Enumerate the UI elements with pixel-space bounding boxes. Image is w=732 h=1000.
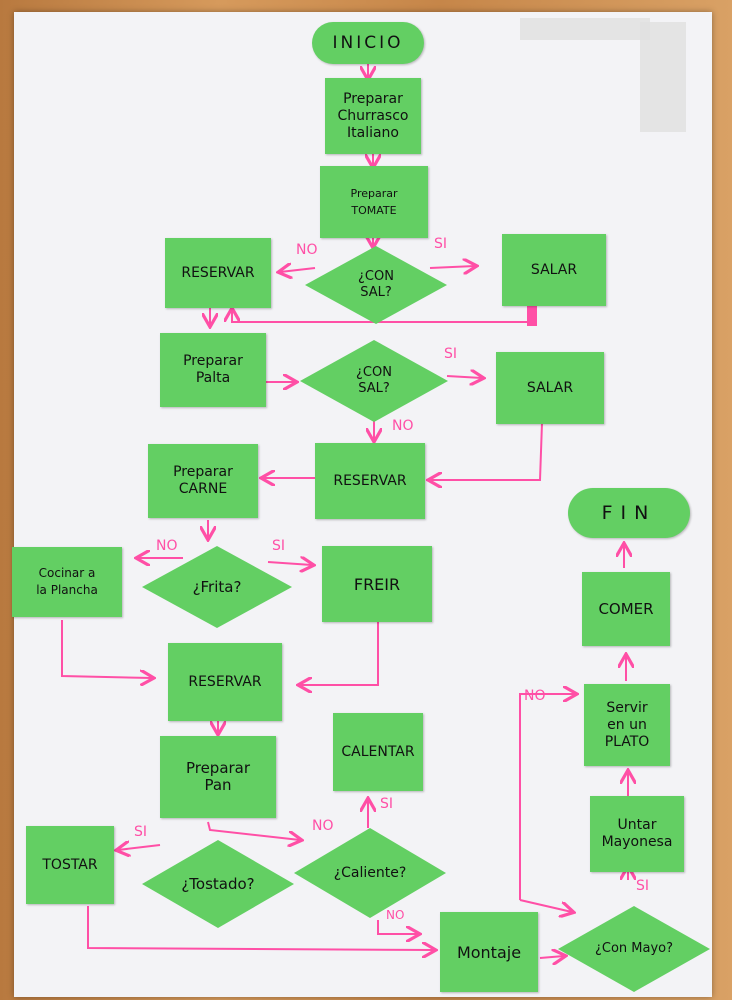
- step-freir: FREIR: [322, 546, 432, 622]
- step-calentar: CALENTAR: [333, 713, 423, 791]
- edge-label-si: SI: [272, 538, 286, 554]
- arrow-conmayo-servir: [519, 694, 575, 900]
- edge-label-no: NO: [296, 242, 318, 258]
- step-reservar-3: RESERVAR: [168, 643, 282, 721]
- end-terminal: FIN: [568, 488, 690, 538]
- step-servir-plato: Servir en un PLATO: [584, 684, 670, 766]
- decision-tostado: ¿Tostado?: [142, 840, 294, 928]
- edge-label-no: NO: [312, 818, 334, 834]
- step-preparar-palta: Preparar Palta: [160, 333, 266, 407]
- decision-con-mayo: ¿Con Mayo?: [558, 906, 710, 992]
- arrow-pan-caliente: [207, 821, 300, 840]
- arrow-frita-freir: [267, 562, 312, 565]
- step-comer: COMER: [582, 572, 670, 646]
- arrow-consal1-salar: [429, 266, 475, 268]
- step-salar-1: SALAR: [502, 234, 606, 306]
- decision-con-sal-1: ¿CON SAL?: [305, 246, 447, 324]
- arrow-caliente-montaje: [377, 920, 418, 934]
- start-terminal: INICIO: [312, 22, 424, 64]
- edge-label-si: SI: [636, 878, 650, 894]
- decision-caliente: ¿Caliente?: [294, 828, 446, 918]
- arrow-consal1-reservar: [280, 268, 316, 272]
- arrow-montaje-conmayo: [539, 956, 564, 958]
- decision-label: ¿CON SAL?: [358, 269, 394, 300]
- step-cocinar-plancha: Cocinar a la Plancha: [12, 547, 122, 617]
- arrow-salar2-reservar2: [430, 422, 543, 480]
- pink-marker-block: [527, 302, 537, 326]
- arrow-consal2-salar2: [446, 376, 482, 378]
- edge-label-no: NO: [392, 418, 414, 434]
- decision-con-sal-2: ¿CON SAL?: [300, 340, 448, 422]
- arrow-tostado-tostar: [118, 845, 161, 850]
- edge-label-si: SI: [380, 796, 394, 812]
- arrow-tostar-montaje: [87, 906, 434, 950]
- arrow-plancha-reservar3: [61, 620, 152, 678]
- arrow-conmayo-loop: [519, 899, 572, 912]
- step-montaje: Montaje: [440, 912, 538, 992]
- step-preparar-carne: Preparar CARNE: [148, 444, 258, 518]
- step-reservar-2: RESERVAR: [315, 443, 425, 519]
- decision-label: ¿Tostado?: [181, 875, 255, 893]
- step-salar-2: SALAR: [496, 352, 604, 424]
- decision-frita: ¿Frita?: [142, 546, 292, 628]
- tape-strip-top: [520, 18, 650, 40]
- edge-label-no: NO: [524, 688, 546, 704]
- edge-label-si: SI: [444, 346, 458, 362]
- tape-strip: [640, 22, 686, 132]
- step-tostar: TOSTAR: [26, 826, 114, 904]
- arrow-freir-reservar3: [300, 622, 379, 685]
- step-preparar-pan: Preparar Pan: [160, 736, 276, 818]
- edge-label-si: SI: [434, 236, 448, 252]
- step-reservar-1: RESERVAR: [165, 238, 271, 308]
- decision-label: ¿Caliente?: [333, 865, 407, 881]
- decision-label: ¿CON SAL?: [356, 365, 392, 396]
- decision-label: ¿Con Mayo?: [594, 941, 674, 956]
- edge-label-si: SI: [134, 824, 148, 840]
- edge-label-no: NO: [386, 908, 405, 922]
- edge-label-no: NO: [156, 538, 178, 554]
- step-preparar-churrasco: Preparar Churrasco Italiano: [325, 78, 421, 154]
- decision-label: ¿Frita?: [192, 578, 242, 596]
- step-preparar-tomate: Preparar TOMATE: [320, 166, 428, 238]
- step-untar-mayonesa: Untar Mayonesa: [590, 796, 684, 872]
